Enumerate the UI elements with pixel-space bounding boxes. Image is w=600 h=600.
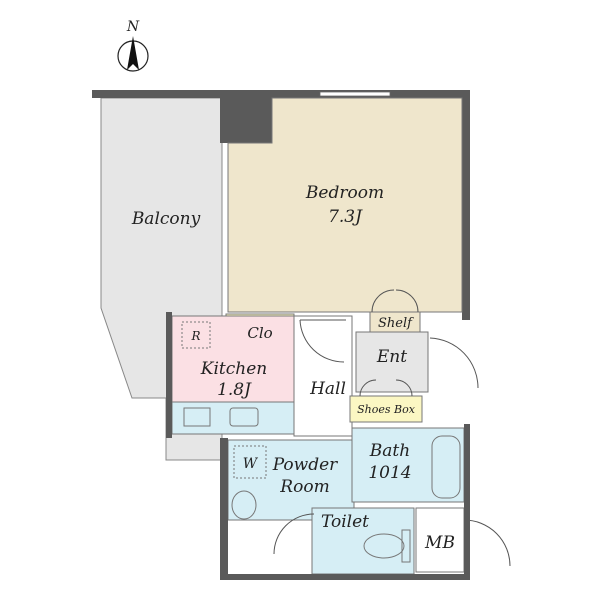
- powder-room-name-line2: Room: [279, 477, 329, 497]
- mb-name: MB: [424, 533, 455, 553]
- kitchen-counter: [171, 401, 295, 435]
- powder-room-name-line1: Powder: [272, 455, 338, 475]
- powder-room-area: [227, 439, 355, 521]
- washer-label: W: [243, 456, 259, 472]
- bottom-wall: [220, 574, 468, 580]
- entrance-name: Ent: [376, 347, 407, 367]
- shoes-box: [349, 395, 423, 423]
- bedroom-area: [227, 97, 463, 313]
- toilet-name: Toilet: [321, 512, 369, 532]
- structural-column: [220, 95, 272, 143]
- kitchen-size: 1.8J: [217, 380, 252, 400]
- closet-name: Clo: [247, 324, 272, 342]
- window: [319, 91, 391, 97]
- bath-name: Bath: [369, 441, 410, 461]
- toilet-tank-icon: [401, 529, 411, 563]
- washer-icon: [233, 445, 267, 479]
- toilet-door-icon: [273, 513, 315, 555]
- mb-area: [415, 507, 465, 573]
- lower-right-wall: [464, 424, 470, 580]
- stove-icon: [183, 407, 211, 427]
- balcony-name: Balcony: [131, 209, 201, 229]
- hall-door-icon: [299, 319, 346, 363]
- fridge-icon: [181, 321, 211, 349]
- sink-icon: [229, 407, 259, 427]
- bathtub-icon: [431, 435, 461, 499]
- shelf-door-icon: [371, 289, 419, 313]
- powder-wall: [220, 438, 228, 580]
- shoes-box-door-icon: [359, 379, 413, 397]
- kitchen-name: Kitchen: [200, 359, 267, 379]
- shelf-name: Shelf: [378, 316, 414, 331]
- bath-area: [351, 427, 465, 503]
- right-wall: [462, 90, 470, 320]
- kitchen-wall: [166, 312, 172, 438]
- toilet-icon: [363, 533, 405, 559]
- toilet-area: [311, 507, 415, 575]
- shoes-box-name: Shoes Box: [357, 403, 416, 416]
- hall-name: Hall: [309, 379, 346, 399]
- fridge-label: R: [190, 329, 200, 343]
- compass-label: N: [126, 19, 140, 35]
- top-wall: [92, 90, 464, 98]
- kitchen-area: [171, 315, 295, 403]
- bedroom-size: 7.3J: [328, 207, 363, 227]
- mb-door-icon: [463, 519, 511, 567]
- bath-size: 1014: [368, 463, 411, 483]
- north-arrow-icon: N: [117, 19, 149, 72]
- entrance-door-icon: [429, 337, 479, 389]
- washbasin-icon: [231, 490, 257, 520]
- bedroom-name: Bedroom: [305, 183, 384, 203]
